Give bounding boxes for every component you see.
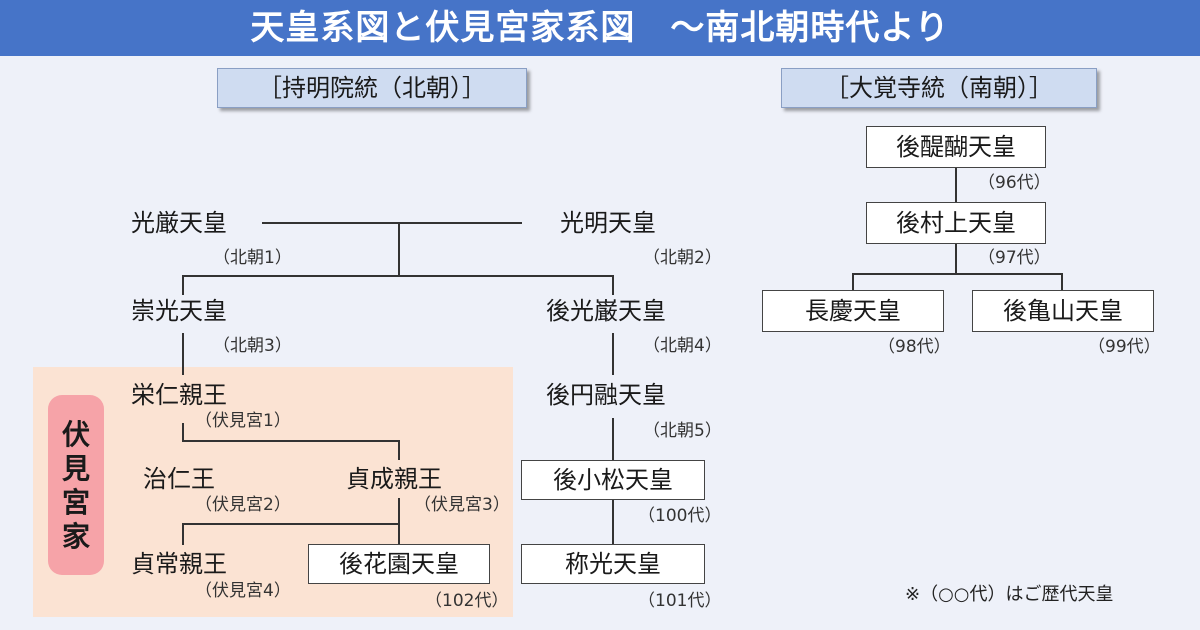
prince-haruhito: 治仁王 bbox=[143, 465, 215, 493]
era-label: （100代） bbox=[638, 506, 722, 526]
prince-sadatsune: 貞常親王 bbox=[131, 550, 227, 578]
era-label: （102代） bbox=[425, 591, 509, 611]
connector-line bbox=[612, 275, 614, 295]
emperor-chokei: 長慶天皇 bbox=[762, 290, 944, 332]
era-label: （北朝3） bbox=[213, 336, 292, 356]
connector-line bbox=[955, 168, 957, 202]
era-label: （101代） bbox=[638, 591, 722, 611]
era-label: （伏見宮2） bbox=[195, 495, 291, 515]
connector-line bbox=[182, 275, 184, 295]
emperor-gokogon: 後光巌天皇 bbox=[546, 297, 666, 325]
footnote: ※（○○代）はご歴代天皇 bbox=[905, 584, 1114, 605]
era-label: （北朝5） bbox=[643, 421, 722, 441]
connector-line bbox=[852, 273, 1063, 275]
era-label: （北朝2） bbox=[643, 248, 722, 268]
connector-line bbox=[182, 523, 400, 525]
era-label: （99代） bbox=[1088, 337, 1161, 357]
era-label: （96代） bbox=[978, 173, 1051, 193]
era-label: （伏見宮1） bbox=[195, 411, 291, 431]
emperor-komyo: 光明天皇 bbox=[560, 209, 656, 237]
connector-line bbox=[182, 523, 184, 545]
emperor-gokameyama: 後亀山天皇 bbox=[972, 290, 1154, 332]
connector-line bbox=[182, 440, 400, 442]
connector-line bbox=[182, 423, 184, 442]
connector-line bbox=[612, 333, 614, 375]
era-label: （北朝4） bbox=[643, 336, 722, 356]
connector-line bbox=[398, 440, 400, 460]
lineage-label-daikakuji: ［大覚寺統（南朝）］ bbox=[781, 68, 1097, 108]
prince-yoshihito: 栄仁親王 bbox=[131, 381, 227, 409]
connector-line bbox=[612, 500, 614, 544]
title-bar bbox=[0, 0, 1200, 56]
emperor-gomurakami: 後村上天皇 bbox=[866, 202, 1046, 244]
emperor-suko: 崇光天皇 bbox=[131, 297, 227, 325]
era-label: （98代） bbox=[878, 337, 951, 357]
lineage-label-jimyoin: ［持明院統（北朝）］ bbox=[217, 68, 527, 108]
era-label: （伏見宮3） bbox=[414, 495, 510, 515]
emperor-godaigo: 後醍醐天皇 bbox=[866, 126, 1046, 168]
emperor-goenyu: 後円融天皇 bbox=[546, 381, 666, 409]
fushimi-label-char: 伏 bbox=[61, 418, 90, 451]
era-label: （伏見宮4） bbox=[195, 581, 291, 601]
emperor-gokomatsu: 後小松天皇 bbox=[521, 460, 705, 500]
connector-line bbox=[1061, 273, 1063, 291]
connector-line bbox=[612, 418, 614, 460]
emperor-gohanazono: 後花園天皇 bbox=[308, 544, 490, 584]
connector-line bbox=[398, 222, 400, 276]
era-label: （97代） bbox=[978, 248, 1051, 268]
fushimi-label-char: 家 bbox=[61, 520, 90, 553]
connector-line bbox=[852, 273, 854, 291]
fushimi-family-label bbox=[48, 395, 104, 575]
emperor-shoko: 称光天皇 bbox=[521, 544, 705, 584]
fushimi-label-char: 宮 bbox=[61, 486, 90, 519]
connector-line bbox=[262, 222, 522, 224]
connector-line bbox=[398, 498, 400, 544]
page-title: 天皇系図と伏見宮家系図 ～南北朝時代より bbox=[250, 8, 950, 48]
fushimi-label-char: 見 bbox=[61, 452, 90, 485]
era-label: （北朝1） bbox=[213, 248, 292, 268]
prince-sadafusa: 貞成親王 bbox=[346, 465, 442, 493]
connector-line bbox=[955, 244, 957, 275]
connector-line bbox=[182, 275, 614, 277]
connector-line bbox=[182, 333, 184, 375]
emperor-kogon: 光厳天皇 bbox=[131, 209, 227, 237]
